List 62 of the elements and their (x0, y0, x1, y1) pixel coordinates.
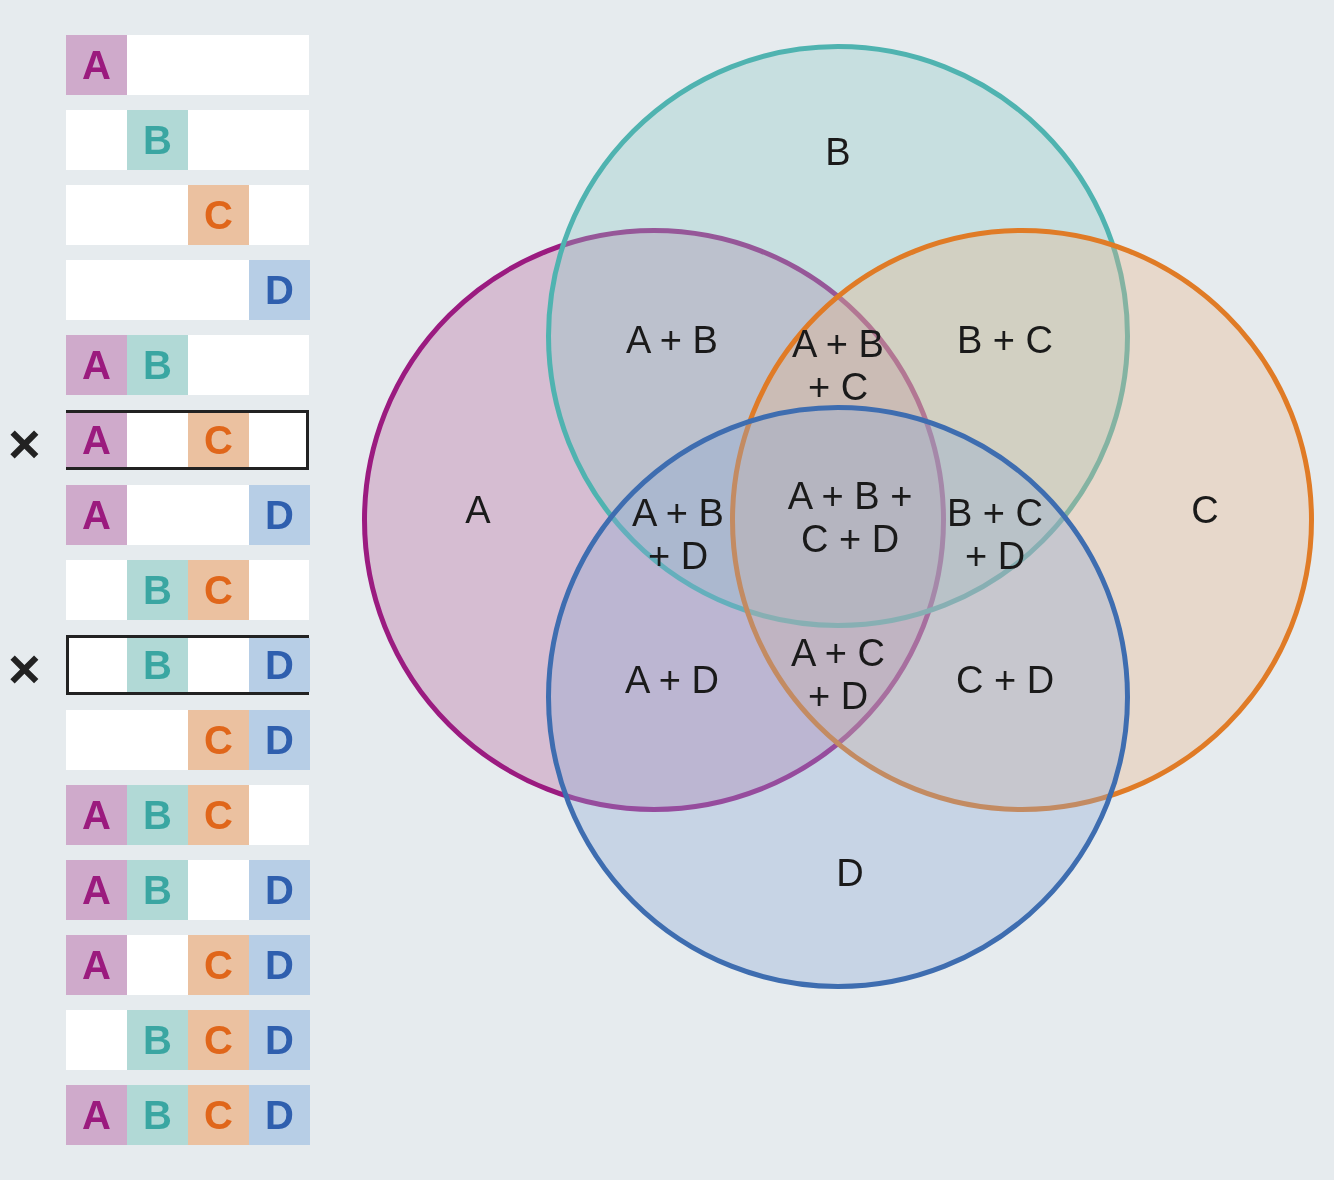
letter-cell: A (66, 485, 127, 545)
table-row (66, 860, 309, 920)
letter-cell: A (66, 785, 127, 845)
letter-cell: D (249, 485, 310, 545)
letter-cell: D (249, 710, 310, 770)
letter-cell: C (188, 935, 249, 995)
letter-cell: B (127, 335, 188, 395)
table-row (66, 1085, 309, 1145)
letter-cell: B (127, 1085, 188, 1145)
region-label: A + B + C (791, 323, 885, 409)
table-row (66, 1010, 309, 1070)
letter-cell: D (249, 1085, 310, 1145)
letter-cell: A (66, 935, 127, 995)
letter-cell: A (66, 413, 127, 467)
table-row (66, 785, 309, 845)
letter-cell: D (249, 860, 310, 920)
region-label: A + B (625, 318, 719, 362)
letter-cell: B (127, 1010, 188, 1070)
region-label: A + B + C + D (786, 475, 914, 561)
letter-cell: B (127, 785, 188, 845)
table-row (66, 410, 309, 470)
letter-cell: A (66, 335, 127, 395)
region-label: B + C (955, 318, 1055, 362)
letter-cell: D (249, 1010, 310, 1070)
letter-cell: C (188, 1010, 249, 1070)
letter-cell: C (188, 710, 249, 770)
letter-cell: B (127, 638, 188, 692)
letter-cell: A (66, 1085, 127, 1145)
set-label: B (825, 130, 851, 174)
letter-cell: C (188, 413, 249, 467)
letter-cell: A (66, 860, 127, 920)
region-label: A + B + D (631, 492, 725, 578)
table-row (66, 35, 309, 95)
letter-cell: C (188, 560, 249, 620)
table-row (66, 560, 309, 620)
set-label: D (836, 851, 864, 895)
letter-cell: D (249, 638, 310, 692)
region-label: A + C + D (790, 632, 886, 718)
cross-mark: × (8, 416, 41, 472)
table-row (66, 635, 309, 695)
letter-cell: A (66, 35, 127, 95)
letter-cell: C (188, 785, 249, 845)
letter-cell: D (249, 935, 310, 995)
region-label: A + D (624, 658, 720, 702)
table-row (66, 260, 309, 320)
table-row (66, 110, 309, 170)
region-label: C + D (954, 658, 1056, 702)
letter-cell: D (249, 260, 310, 320)
table-row (66, 185, 309, 245)
letter-cell: B (127, 110, 188, 170)
table-row (66, 335, 309, 395)
cross-mark: × (8, 641, 41, 697)
set-label: A (465, 488, 491, 532)
letter-cell: B (127, 860, 188, 920)
table-row (66, 710, 309, 770)
letter-cell: B (127, 560, 188, 620)
table-row (66, 485, 309, 545)
set-label: C (1191, 488, 1219, 532)
letter-cell: C (188, 1085, 249, 1145)
region-label: B + C + D (945, 492, 1045, 578)
table-row (66, 935, 309, 995)
letter-cell: C (188, 185, 249, 245)
